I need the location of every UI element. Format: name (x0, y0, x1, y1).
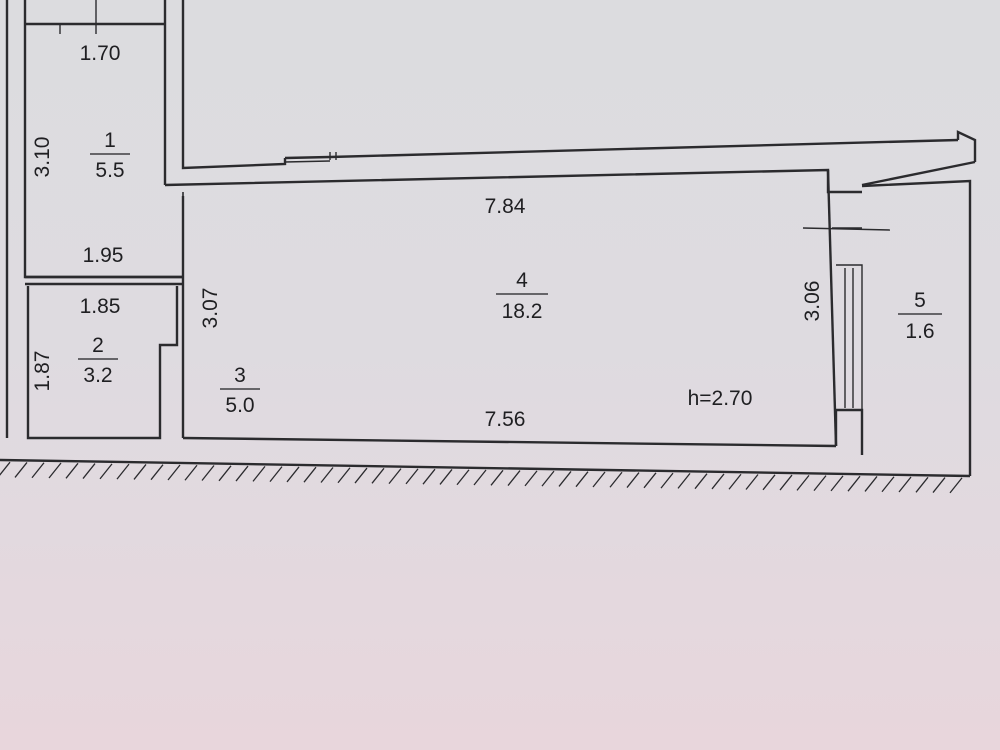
dim-room4-bottom-width: 7.56 (485, 408, 526, 431)
hatch-mark (218, 465, 232, 482)
hatch-mark (354, 467, 368, 484)
hatch-mark (82, 463, 96, 479)
hatch-mark (915, 476, 929, 493)
dim-room4-top-width: 7.84 (485, 195, 526, 218)
hatch-mark (422, 468, 436, 485)
room-4-label: 4 18.2 (496, 269, 548, 323)
hatch-mark (745, 474, 759, 490)
room-5-label: 5 1.6 (898, 289, 942, 343)
hatch-mark (626, 472, 640, 488)
hatch-mark (830, 475, 844, 492)
hatch-mark (439, 469, 453, 485)
hatch-mark (864, 476, 878, 492)
room-area: 3.2 (83, 364, 112, 387)
hatch-mark (779, 474, 793, 491)
hatch-mark (456, 469, 470, 486)
hatch-mark (320, 467, 334, 483)
hatch-mark (235, 465, 249, 482)
room-number: 2 (92, 334, 104, 357)
room-area: 18.2 (502, 300, 543, 323)
dim-room2-width: 1.85 (80, 295, 121, 318)
walls (0, 0, 977, 478)
room-number: 1 (104, 129, 116, 152)
hatch-mark (660, 472, 674, 489)
hatch-mark (388, 468, 402, 485)
hatch-mark (762, 474, 776, 491)
hatch-mark (269, 466, 283, 483)
hatch-mark (201, 465, 215, 481)
hatch-mark (116, 463, 130, 480)
hatch-mark (286, 466, 300, 483)
room-3-label: 3 5.0 (220, 364, 260, 417)
dimension-labels: 1.70 3.10 1.95 1.85 1.87 7.84 7.56 3.07 … (31, 42, 824, 431)
hatch-mark (932, 477, 946, 493)
hatch-mark (507, 470, 521, 486)
hatch-mark (881, 476, 895, 493)
hatch-mark (48, 462, 62, 479)
hatch-mark (694, 473, 708, 490)
hatch-mark (796, 474, 810, 491)
room-area: 1.6 (905, 320, 934, 343)
room-1-label: 1 5.5 (90, 129, 130, 182)
hatch-mark (558, 471, 572, 487)
room-area: 5.5 (95, 159, 124, 182)
hatch-mark (524, 470, 538, 487)
room-labels: 1 5.5 2 3.2 3 5.0 4 18.2 5 1.6 (78, 129, 942, 417)
hatch-mark (405, 468, 419, 485)
room-number: 4 (516, 269, 528, 292)
hatch-mark (31, 462, 45, 479)
dim-room4-left-length: 3.07 (199, 288, 222, 329)
hatch-mark (898, 476, 912, 493)
hatch-mark (303, 466, 317, 483)
hatch-mark (150, 464, 164, 481)
hatch-mark (167, 464, 181, 481)
hatch-mark (14, 462, 28, 478)
dim-room1-width: 1.70 (80, 42, 121, 65)
hatch-mark (541, 470, 555, 487)
dim-room4-right-length: 3.06 (801, 281, 824, 322)
hatch-mark (728, 473, 742, 490)
hatch-mark (677, 472, 691, 489)
hatch-mark (473, 469, 487, 486)
hatch-mark (337, 467, 351, 484)
hatch-mark (0, 461, 11, 476)
room-area: 5.0 (225, 394, 254, 417)
hatch-mark (949, 477, 963, 494)
hatch-mark (575, 471, 589, 488)
room-2-label: 2 3.2 (78, 334, 118, 387)
room-number: 3 (234, 364, 246, 387)
hatch-mark (847, 475, 861, 492)
hatch-mark (184, 464, 198, 481)
hatch-mark (133, 464, 147, 480)
room-number: 5 (914, 289, 926, 312)
hatch-mark (592, 471, 606, 488)
ceiling-height: h=2.70 (688, 387, 753, 410)
dim-room1-length: 3.10 (31, 137, 54, 178)
hatch-mark (65, 462, 79, 479)
dim-room2-length: 1.87 (31, 351, 54, 392)
hatch-mark (99, 463, 113, 480)
hatch-mark (643, 472, 657, 489)
hatch-mark (252, 465, 266, 482)
hatch-mark (813, 475, 827, 492)
ground-hatch (0, 461, 963, 494)
hatch-mark (490, 469, 504, 486)
dim-room1-bottom-width: 1.95 (83, 244, 124, 267)
hatch-mark (371, 467, 385, 484)
hatch-mark (711, 473, 725, 490)
hatch-mark (609, 471, 623, 488)
